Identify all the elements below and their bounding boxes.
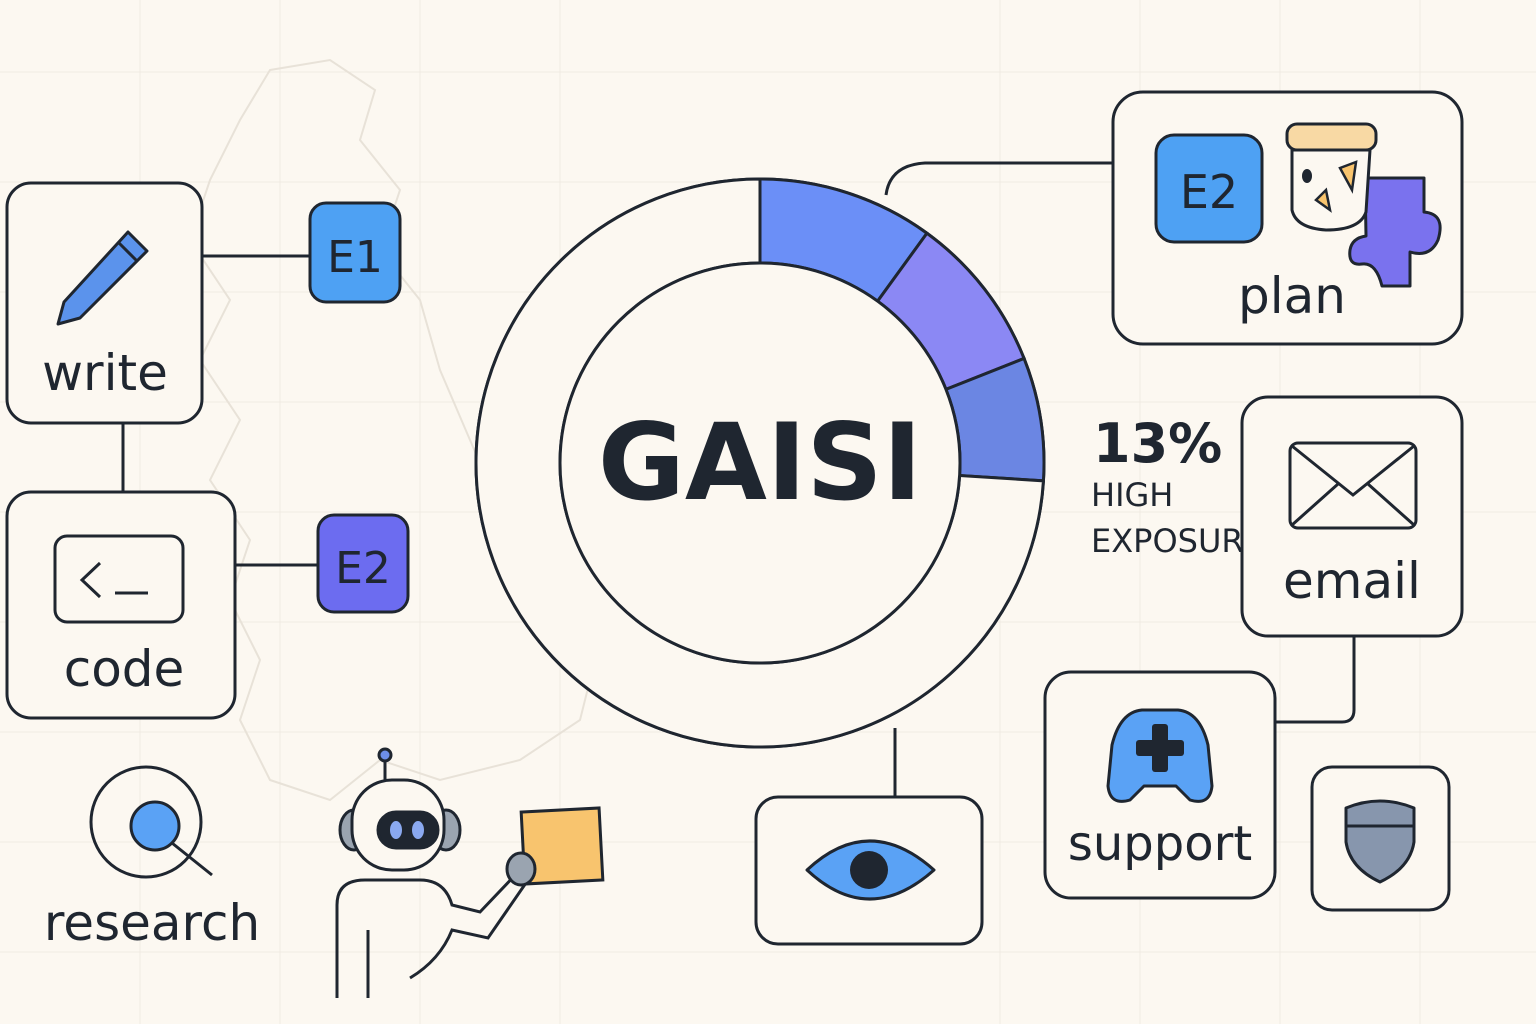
gamepad-plus-icon [1106, 708, 1214, 803]
code-badge[interactable]: E2 [316, 513, 410, 614]
exposure-label-line2: EXPOSUR [1091, 522, 1244, 560]
code-badge-label: E2 [335, 543, 391, 594]
write-card[interactable]: write [5, 181, 204, 425]
monitor-card[interactable] [754, 795, 984, 946]
exposure-ring [474, 177, 1046, 749]
plan-badge[interactable]: E2 [1154, 133, 1264, 244]
write-badge-label: E1 [327, 232, 383, 283]
mask-icon [1285, 122, 1378, 232]
shield-icon [1344, 799, 1416, 884]
research-label: research [44, 894, 260, 952]
support-card[interactable]: support [1043, 670, 1277, 900]
code-card[interactable]: code [5, 490, 237, 720]
security-card[interactable] [1310, 765, 1451, 912]
pencil-icon [56, 230, 149, 326]
magnifier-icon [89, 765, 213, 879]
terminal-icon [53, 534, 185, 624]
exposure-stat: 13% HIGH EXPOSUR [1091, 412, 1244, 560]
envelope-icon [1288, 441, 1418, 530]
support-label: support [1068, 816, 1252, 872]
eye-icon [805, 839, 936, 901]
email-label: email [1283, 552, 1421, 610]
write-label: write [42, 344, 168, 402]
plan-label: plan [1238, 267, 1346, 325]
research-item[interactable]: research [44, 765, 260, 952]
gaisi-title: GAISI [598, 401, 922, 524]
plan-badge-label: E2 [1180, 165, 1238, 219]
puzzle-piece-icon [1348, 176, 1442, 288]
code-label: code [64, 640, 185, 698]
robot-icon [335, 747, 605, 998]
exposure-label-line1: HIGH [1091, 476, 1173, 514]
email-card[interactable]: email [1240, 395, 1464, 638]
exposure-percent: 13% [1093, 412, 1222, 475]
connectors [121, 161, 1356, 797]
plan-card[interactable]: E2 plan [1111, 90, 1464, 346]
write-badge[interactable]: E1 [308, 201, 402, 304]
